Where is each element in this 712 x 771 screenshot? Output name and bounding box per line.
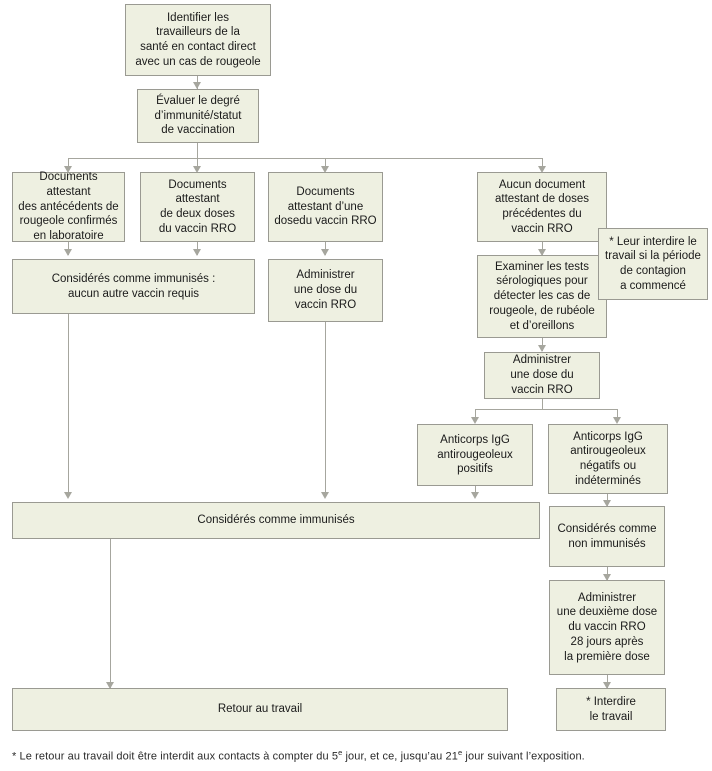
arrowhead-second-dose <box>603 574 611 581</box>
connector-igg-pos-drop <box>475 409 476 420</box>
node-doc-one-dose: Documents attestant d’une dosedu vaccin … <box>268 172 383 242</box>
node-considered-not-immune: Considérés comme non immunisés <box>549 506 665 567</box>
arrowhead-nodoc <box>538 249 546 256</box>
node-administer-one-dose: Administrer une dose du vaccin RRO <box>268 259 383 322</box>
connector-branch-3 <box>325 158 326 169</box>
footnote-suffix: jour suivant l’exposition. <box>462 750 585 763</box>
arrowhead-serology <box>538 345 546 352</box>
footnote: * Le retour au travail doit être interdi… <box>12 748 585 763</box>
arrowhead-igg-negative <box>613 417 621 424</box>
node-prohibit-work: * Interdire le travail <box>556 688 666 731</box>
footnote-middle: jour, et ce, jusqu’au 21 <box>342 750 458 763</box>
node-prohibit-work-contagious: * Leur interdire le travail si la périod… <box>598 228 708 300</box>
node-identify: Identifier les travailleurs de la santé … <box>125 4 271 76</box>
node-evaluate: Évaluer le degré d’immunité/statut de va… <box>137 89 259 143</box>
arrowhead-immune-note <box>64 492 72 499</box>
footnote-superscript-2: e <box>458 748 463 757</box>
node-doc-lab-confirmed: Documents attestant des antécédents de r… <box>12 171 125 242</box>
connector-seconddose-down <box>607 675 608 688</box>
connector-evaluate-down <box>197 143 198 158</box>
arrowhead-not-immune <box>603 500 611 507</box>
connector-branch-2 <box>197 158 198 169</box>
footnote-superscript-1: e <box>338 748 343 757</box>
node-administer-one-dose-right: Administrer une dose du vaccin RRO <box>484 352 600 399</box>
arrowhead-branch-2 <box>193 166 201 173</box>
connector-immune-note-down <box>68 314 69 497</box>
node-igg-negative: Anticorps IgG antirougeoleux négatifs ou… <box>548 424 668 494</box>
connector-nodoc-down <box>542 242 543 255</box>
connector-distribution-bar <box>68 158 543 159</box>
arrowhead-doclab <box>64 249 72 256</box>
connector-notimmune-down <box>607 567 608 580</box>
footnote-prefix: * Le retour au travail doit être interdi… <box>12 750 339 763</box>
connector-doclab-down <box>68 242 69 255</box>
arrowhead-iggpos-immune <box>471 492 479 499</box>
arrowhead-evaluate <box>193 82 201 89</box>
arrowhead-doctwo <box>193 249 201 256</box>
arrowhead-return-to-work <box>106 682 114 689</box>
node-administer-second-dose: Administrer une deuxième dose du vaccin … <box>549 580 665 675</box>
connector-immune-to-return <box>110 539 111 688</box>
arrowhead-branch-4 <box>538 166 546 173</box>
arrowhead-branch-1 <box>64 166 72 173</box>
connector-administer-down <box>542 399 543 409</box>
node-considered-immune: Considérés comme immunisés <box>12 502 540 539</box>
arrowhead-docone <box>321 249 329 256</box>
connector-doctwo-down <box>197 242 198 255</box>
node-considered-immune-no-vaccine: Considérés comme immunisés : aucun autre… <box>12 259 255 314</box>
connector-branch-1 <box>68 158 69 169</box>
node-return-to-work: Retour au travail <box>12 688 508 731</box>
arrowhead-branch-3 <box>321 166 329 173</box>
node-examine-serology: Examiner les tests sérologiques pour dét… <box>477 255 607 338</box>
arrowhead-onedose <box>321 492 329 499</box>
connector-serology-down <box>542 338 543 351</box>
connector-branch-4 <box>542 158 543 169</box>
connector-igg-neg-drop <box>617 409 618 420</box>
connector-onedose-down <box>325 322 326 497</box>
connector-docone-down <box>325 242 326 255</box>
node-igg-positive: Anticorps IgG antirougeoleux positifs <box>417 424 533 486</box>
arrowhead-igg-positive <box>471 417 479 424</box>
node-no-document: Aucun document attestant de doses précéd… <box>477 172 607 242</box>
connector-iggpos-down <box>475 486 476 497</box>
arrowhead-prohibit-work <box>603 682 611 689</box>
connector-igg-split-bar <box>475 409 618 410</box>
node-doc-two-doses: Documents attestant de deux doses du vac… <box>140 172 255 242</box>
